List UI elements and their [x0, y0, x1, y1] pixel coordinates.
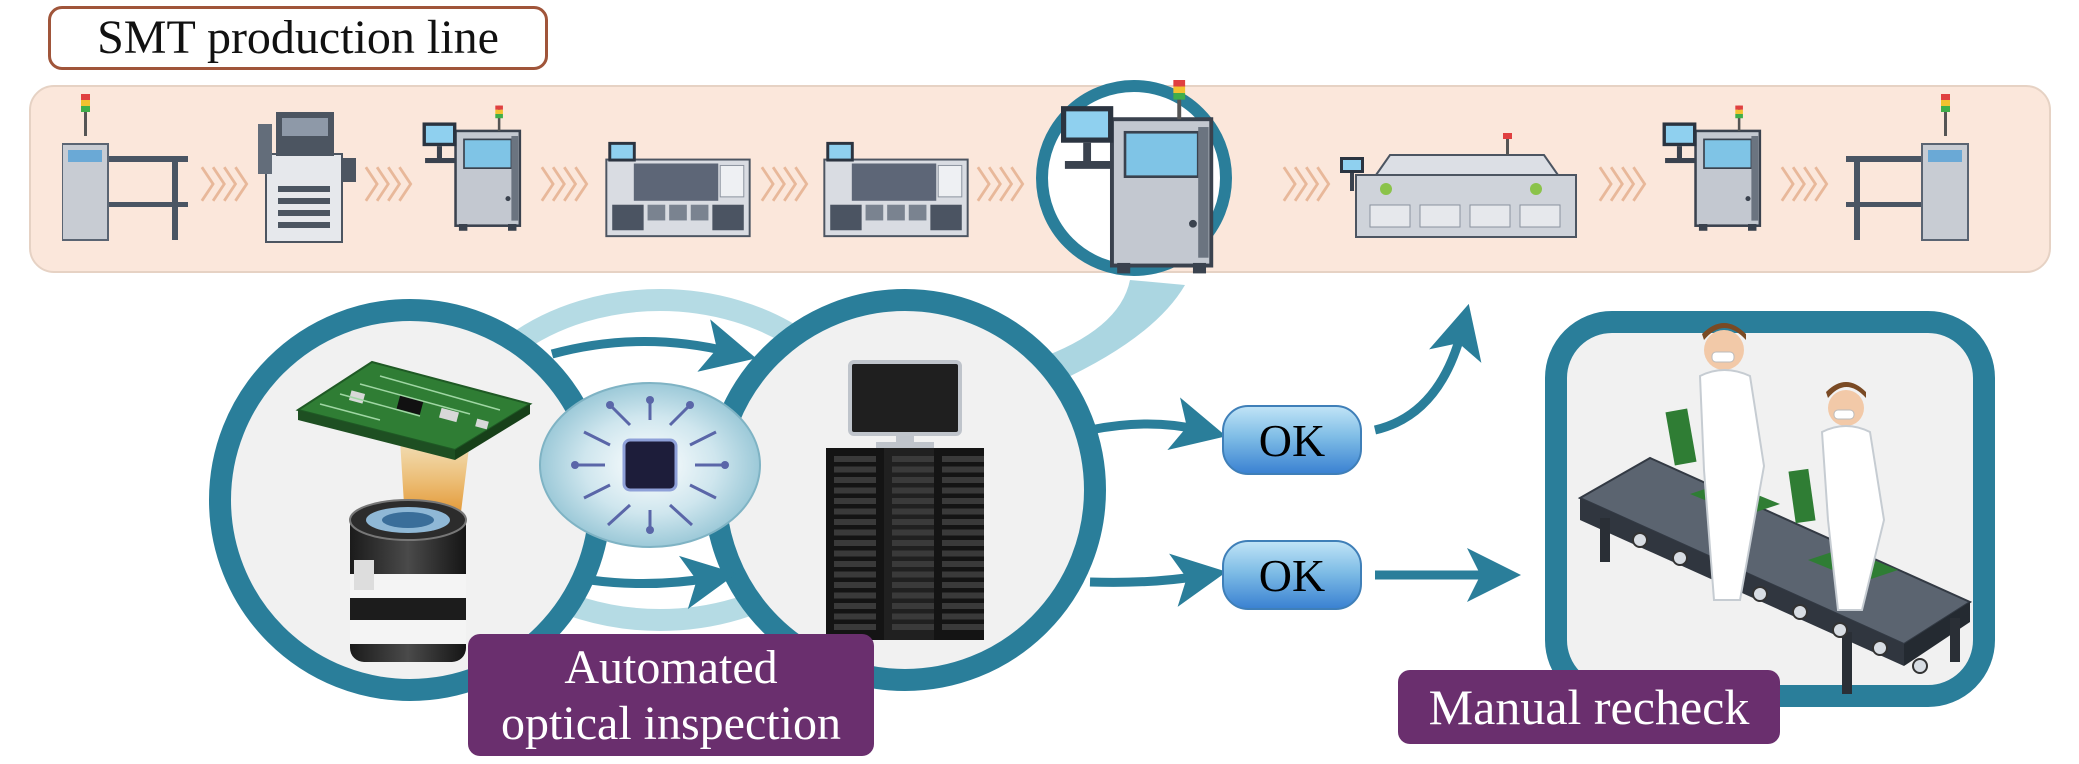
belt-roller — [1752, 586, 1768, 602]
server-slot — [942, 456, 984, 462]
arrow-to-ok-bottom — [1089, 553, 1227, 607]
server-slot — [942, 477, 984, 483]
server-slot — [834, 498, 876, 504]
manual-recheck-label: Manual recheck — [1398, 670, 1780, 744]
belt-roller — [1632, 532, 1648, 548]
server-slot — [892, 456, 934, 462]
server-slot — [834, 466, 876, 473]
server-slot — [834, 456, 876, 462]
ai-chip-icon — [571, 396, 729, 534]
smt-production-line-title: SMT production line — [48, 6, 548, 70]
server-slot — [834, 508, 876, 515]
server-slot — [942, 487, 984, 494]
server-slot — [892, 613, 934, 620]
belt-roller — [1912, 658, 1928, 674]
arrow-camera-to-server-lower — [589, 555, 737, 610]
circuit-board-icon — [295, 360, 533, 460]
server-slot — [834, 519, 876, 525]
server-slot — [892, 477, 934, 483]
server-slot — [892, 582, 934, 588]
server-slot — [942, 540, 984, 546]
server-slot — [942, 498, 984, 504]
server-slot — [892, 550, 934, 557]
server-slot — [892, 498, 934, 504]
server-slot — [834, 571, 876, 578]
arrow-to-ok-top — [1089, 397, 1227, 450]
server-slot — [834, 561, 876, 567]
belt-roller — [1832, 622, 1848, 638]
server-slot — [942, 571, 984, 578]
server-slot — [942, 582, 984, 588]
magnify-connector — [1028, 280, 1185, 395]
server-slot — [942, 561, 984, 567]
server-slot — [942, 550, 984, 557]
camera-lens-icon — [349, 499, 467, 662]
server-slot — [892, 508, 934, 515]
server-slot — [942, 613, 984, 620]
server-slot — [892, 561, 934, 567]
server-slot — [942, 529, 984, 536]
server-rack-icon — [826, 448, 984, 640]
aoi-label: Automated optical inspection — [468, 634, 874, 756]
aoi-label-line2: optical inspection — [501, 697, 841, 750]
server-slot — [892, 603, 934, 609]
server-slot — [834, 613, 876, 620]
server-slot — [834, 603, 876, 609]
server-slot — [834, 592, 876, 599]
aoi-label-line1: Automated — [564, 641, 778, 694]
server-slot — [834, 477, 876, 483]
server-slot — [834, 529, 876, 536]
server-slot — [892, 592, 934, 599]
server-slot — [892, 624, 934, 630]
server-slot — [834, 550, 876, 557]
arrow-ok-to-line — [1373, 303, 1482, 435]
worker-icon — [1665, 323, 1766, 601]
server-slot — [892, 519, 934, 525]
server-slot — [942, 624, 984, 630]
server-slot — [942, 466, 984, 473]
ok-badge-top: OK — [1222, 405, 1362, 475]
server-slot — [942, 519, 984, 525]
server-slot — [892, 529, 934, 536]
server-slot — [834, 624, 876, 630]
server-slot — [942, 508, 984, 515]
belt-roller — [1792, 604, 1808, 620]
worker-icon — [1788, 382, 1886, 611]
server-slot — [834, 582, 876, 588]
server-slot — [834, 540, 876, 546]
server-slot — [892, 540, 934, 546]
server-slot — [834, 487, 876, 494]
server-slot — [892, 487, 934, 494]
server-slot — [892, 466, 934, 473]
belt-roller — [1672, 550, 1688, 566]
server-slot — [942, 603, 984, 609]
belt-roller — [1872, 640, 1888, 656]
ok-badge-bottom: OK — [1222, 540, 1362, 610]
monitor-icon — [848, 360, 962, 448]
server-slot — [942, 592, 984, 599]
arrow-camera-to-server — [550, 319, 757, 372]
server-slot — [892, 571, 934, 578]
